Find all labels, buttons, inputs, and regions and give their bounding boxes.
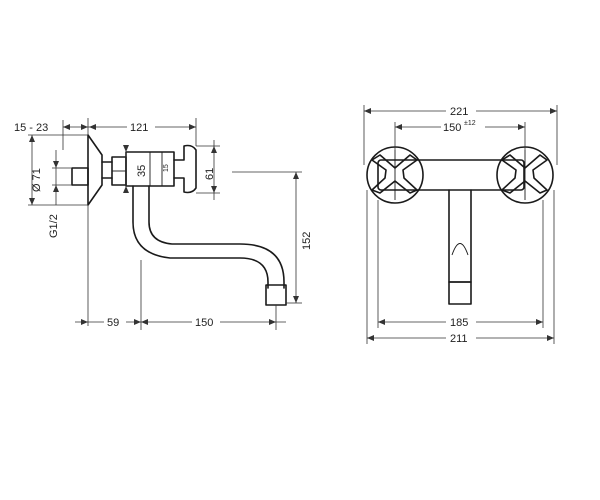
front-spout: [448, 189, 472, 283]
dim-211: 211: [450, 333, 468, 345]
side-handle: [173, 144, 197, 194]
dim-121: 121: [130, 122, 148, 134]
dim-thread-g12: G1/2: [48, 214, 60, 238]
dim-150-spacing: 150: [443, 122, 461, 134]
side-spout: [132, 185, 285, 289]
front-spout-tip: [448, 281, 472, 305]
dim-185: 185: [450, 317, 468, 329]
dim-150-tolerance: ±12: [464, 120, 476, 127]
side-wall-flange: [87, 134, 103, 206]
dim-221: 221: [450, 106, 468, 118]
svg-text:15: 15: [163, 164, 170, 172]
dim-35: 35: [136, 165, 148, 177]
dim-61: 61: [204, 168, 216, 180]
side-view: 15 - 23 121 Ø 71 G1/2 35 15: [14, 118, 313, 330]
dim-59: 59: [107, 317, 119, 329]
dim-diameter-71: Ø 71: [31, 168, 43, 192]
side-spout-aerator: [265, 284, 287, 306]
front-view: 221 150 ±12 185 211: [363, 103, 558, 345]
front-body-bar: [377, 159, 525, 191]
dim-150-reach: 150: [195, 317, 213, 329]
front-handle-left: [366, 146, 424, 204]
dim-152: 152: [301, 232, 313, 250]
side-inlet-nipple: [71, 167, 89, 186]
front-handle-right: [496, 146, 554, 204]
dim-15-23: 15 - 23: [14, 122, 48, 134]
